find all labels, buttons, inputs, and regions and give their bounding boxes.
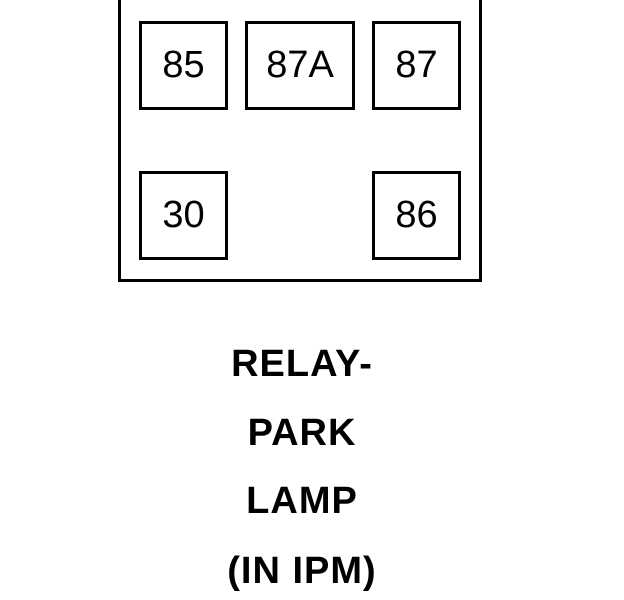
terminal-85: 85 bbox=[139, 21, 228, 110]
caption-line-4: (IN IPM) bbox=[227, 550, 377, 592]
caption-line-3: LAMP bbox=[246, 480, 358, 522]
terminal-30: 30 bbox=[139, 171, 228, 260]
terminal-87a: 87A bbox=[245, 21, 355, 110]
terminal-87: 87 bbox=[372, 21, 461, 110]
terminal-85-label: 85 bbox=[162, 44, 205, 86]
terminal-86: 86 bbox=[372, 171, 461, 260]
terminal-30-label: 30 bbox=[162, 194, 205, 236]
terminal-87-label: 87 bbox=[395, 44, 438, 86]
caption-line-1: RELAY- bbox=[231, 343, 373, 385]
caption-line-2: PARK bbox=[247, 412, 357, 454]
terminal-87a-label: 87A bbox=[266, 44, 334, 86]
terminal-86-label: 86 bbox=[395, 194, 438, 236]
